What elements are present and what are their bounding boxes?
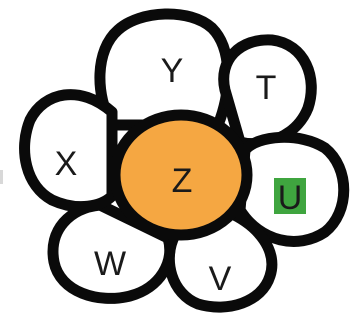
- center-letter: Z: [172, 162, 193, 200]
- petal-w-letter: W: [94, 245, 126, 283]
- petal-t-letter: T: [256, 69, 277, 107]
- edge-mark: [0, 170, 3, 184]
- petal-v-letter: V: [209, 260, 232, 298]
- petal-y-letter: Y: [161, 52, 184, 90]
- petal-x-letter: X: [55, 145, 78, 183]
- petal-u-letter: U: [278, 179, 303, 217]
